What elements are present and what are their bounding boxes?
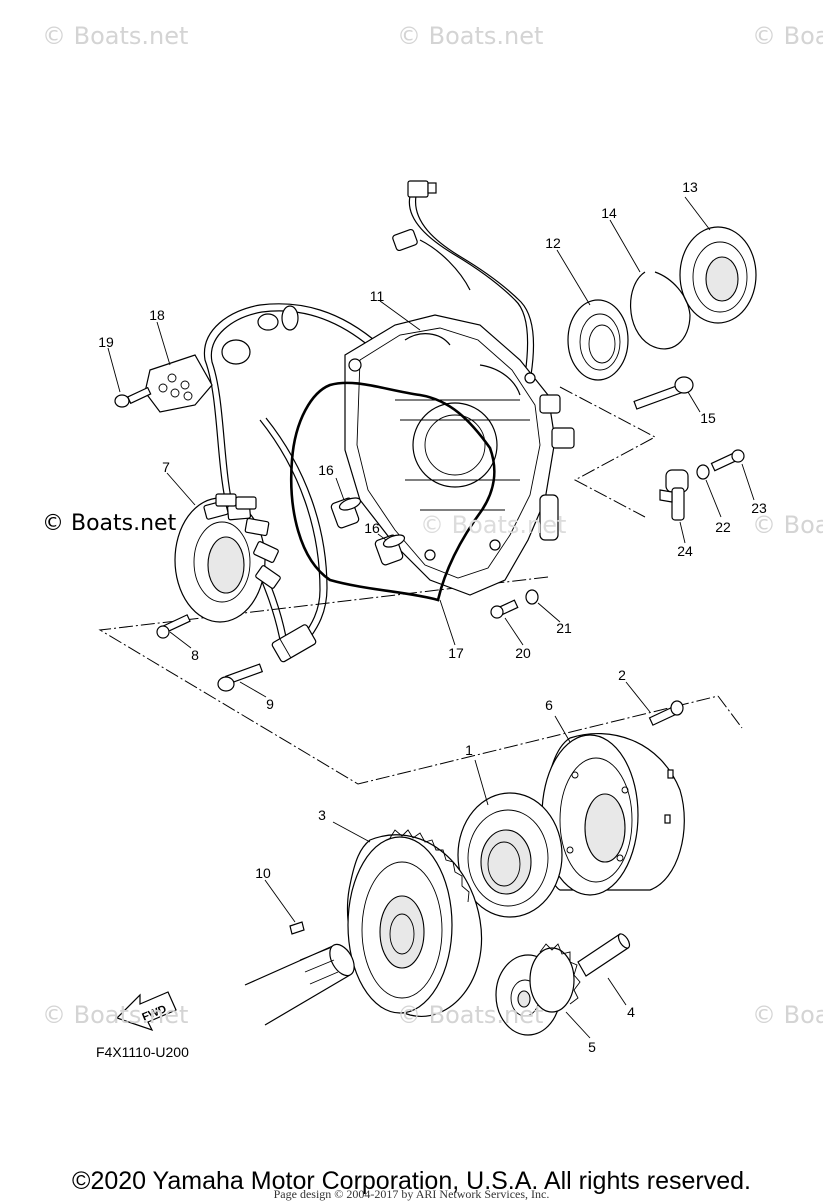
watermark: © Boats.net [42, 1001, 189, 1029]
callout-20[interactable]: 20 [515, 645, 531, 661]
callout-14[interactable]: 14 [601, 205, 617, 221]
watermark: © Boa [752, 22, 823, 50]
callout-16a[interactable]: 16 [318, 462, 334, 478]
part-23-screw [710, 449, 745, 472]
callout-21[interactable]: 21 [556, 620, 572, 636]
callout-5[interactable]: 5 [588, 1039, 596, 1055]
watermark: © Boa [752, 1001, 823, 1029]
part-14-circlip [630, 271, 691, 350]
callout-12[interactable]: 12 [545, 235, 561, 251]
part-3-starter-wheel-gear [346, 829, 483, 1017]
callout-1[interactable]: 1 [465, 742, 473, 758]
part-13-bearing [679, 226, 757, 324]
callout-8[interactable]: 8 [191, 647, 199, 663]
callout-4[interactable]: 4 [627, 1004, 635, 1020]
watermark: © Boats.net [397, 22, 544, 50]
part-19-bolt [114, 386, 152, 408]
part-1-starter-clutch [457, 792, 563, 918]
part-20-screw [490, 599, 519, 619]
part-22-washer [696, 464, 710, 480]
watermark: © Boats.net [397, 1001, 544, 1029]
assembly-outline-upper [98, 386, 743, 785]
part-2-bolt [648, 700, 684, 726]
part-9-bolt [217, 663, 264, 692]
part-6-flywheel [541, 732, 685, 896]
diagram-code: F4X1110-U200 [96, 1044, 189, 1060]
callout-10[interactable]: 10 [255, 865, 271, 881]
part-17-gasket [290, 381, 496, 602]
watermark: © Boats.net [42, 22, 189, 50]
part-15-bolt [633, 376, 694, 410]
callout-11[interactable]: 11 [369, 288, 385, 304]
crankshaft-end [244, 943, 355, 1026]
brand-mark: © Boats.net [42, 511, 177, 536]
callout-23[interactable]: 23 [751, 500, 767, 516]
callout-15[interactable]: 15 [700, 410, 716, 426]
callout-16b[interactable]: 16 [364, 520, 380, 536]
watermark: © Boats.net [420, 511, 567, 539]
part-12-oil-seal [567, 299, 629, 381]
part-24-sensor [659, 469, 689, 521]
callout-22[interactable]: 22 [715, 519, 731, 535]
callout-9[interactable]: 9 [266, 696, 274, 712]
part-10-woodruff-key [289, 921, 305, 935]
callout-2[interactable]: 2 [618, 667, 626, 683]
part-16-dowel-pins [330, 497, 406, 566]
part-21-washer [525, 589, 539, 605]
watermark: © Boa [752, 511, 823, 539]
part-5-idler-gear [495, 943, 581, 1036]
page-design-credit: Page design © 2004-2017 by ARI Network S… [273, 1187, 550, 1201]
leader-lines [107, 196, 755, 1039]
callout-6[interactable]: 6 [545, 697, 553, 713]
callout-7[interactable]: 7 [162, 459, 170, 475]
part-8-bolt [156, 614, 191, 639]
part-11-generator-cover [344, 314, 575, 596]
callout-18[interactable]: 18 [149, 307, 165, 323]
part-4-shaft [577, 933, 631, 977]
callout-3[interactable]: 3 [318, 807, 326, 823]
callout-19[interactable]: 19 [98, 334, 114, 350]
part-7-stator [174, 493, 281, 623]
callout-13[interactable]: 13 [682, 179, 698, 195]
callout-17[interactable]: 17 [448, 645, 464, 661]
copyright-notice: ©2020 Yamaha Motor Corporation, U.S.A. A… [72, 1167, 751, 1195]
part-18-lead-holder [144, 354, 213, 413]
callout-24[interactable]: 24 [677, 543, 693, 559]
